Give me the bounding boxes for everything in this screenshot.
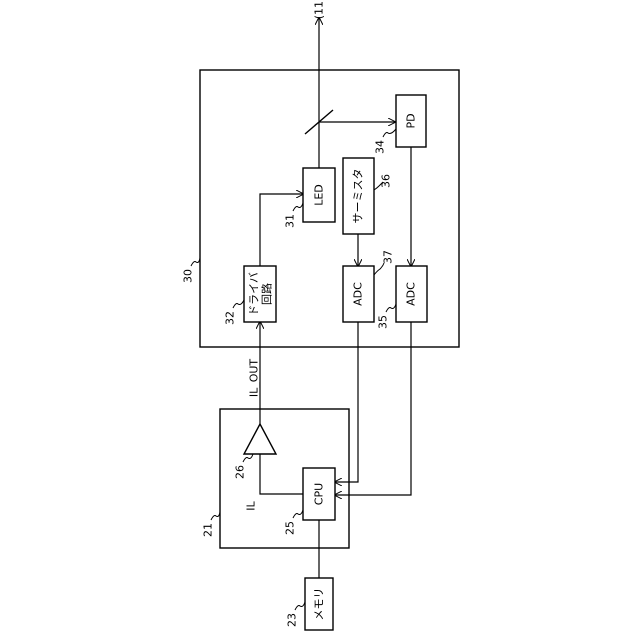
leader-30	[191, 258, 200, 266]
thermistor-block: サーミスタ	[343, 158, 374, 234]
ref-32: 32	[224, 311, 237, 325]
driver-circuit-block: ドライバ 回路	[244, 266, 276, 322]
memory-label: メモリ	[313, 588, 326, 621]
driver-label-line2: 回路	[261, 283, 274, 305]
leader-23	[295, 602, 305, 610]
ref-37: 37	[382, 250, 395, 264]
amplifier-26	[244, 424, 276, 454]
ref-30: 30	[182, 269, 195, 283]
driver-label-line1: ドライバ	[248, 272, 261, 316]
thermistor-label: サーミスタ	[352, 169, 365, 224]
leader-31	[293, 203, 303, 211]
ref-34: 34	[374, 140, 387, 154]
led-block: LED	[303, 168, 335, 222]
output-label: (11)	[313, 0, 326, 19]
adc-pd-label: ADC	[405, 282, 418, 306]
driver-to-led-wire	[260, 194, 303, 266]
leader-21	[211, 512, 220, 520]
ref-21: 21	[202, 523, 215, 537]
pd-block: PD	[396, 95, 426, 147]
adc-thermistor-block: ADC	[343, 266, 374, 322]
cpu-block: CPU	[303, 468, 335, 520]
il-label: IL	[245, 500, 258, 510]
ref-25: 25	[284, 521, 297, 535]
cpu-to-amp-wire	[260, 454, 303, 494]
adc-thermistor-label: ADC	[352, 282, 365, 306]
leader-25	[293, 510, 303, 518]
leader-32	[233, 300, 244, 308]
leader-26	[243, 454, 253, 462]
memory-block: メモリ	[305, 578, 333, 630]
ref-26: 26	[234, 465, 247, 479]
ref-23: 23	[286, 613, 299, 627]
ref-35: 35	[377, 315, 390, 329]
cpu-label: CPU	[313, 483, 326, 505]
adc-pd-block: ADC	[396, 266, 427, 322]
leader-34	[383, 129, 396, 137]
leader-35	[386, 304, 396, 312]
adc37-to-cpu-wire	[335, 322, 358, 482]
pd-label: PD	[405, 113, 418, 128]
ref-36: 36	[380, 174, 393, 188]
ref-31: 31	[284, 214, 297, 228]
il-out-label: IL_OUT	[248, 359, 261, 398]
led-label: LED	[313, 184, 326, 206]
